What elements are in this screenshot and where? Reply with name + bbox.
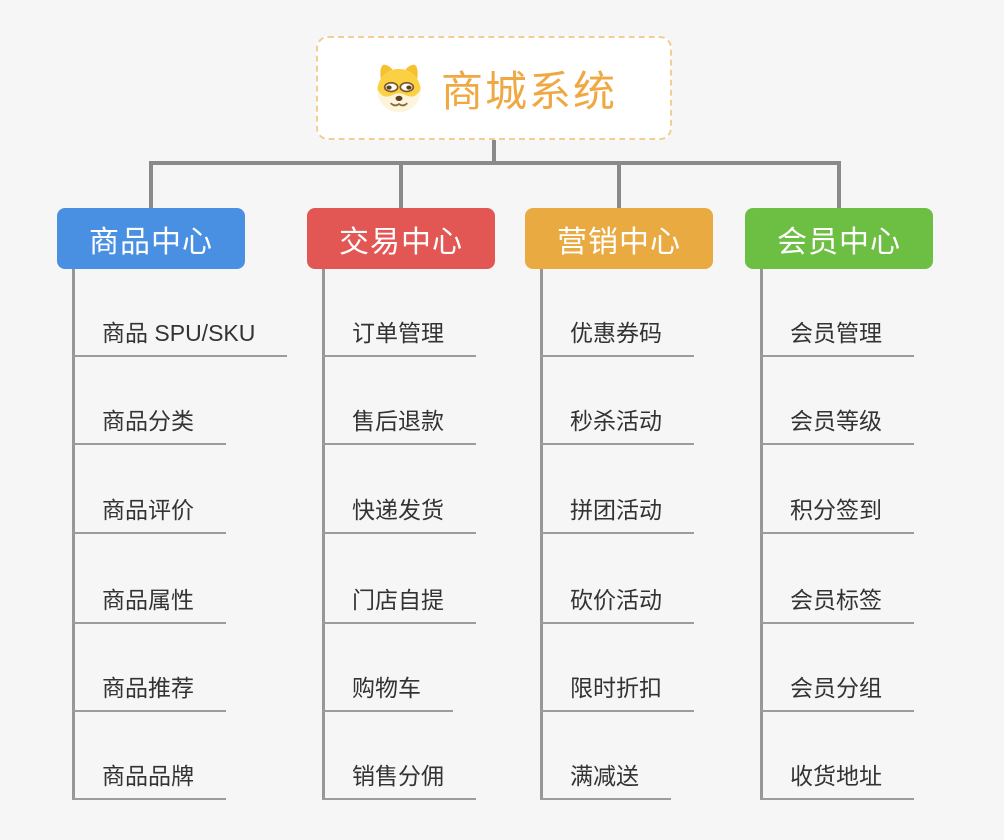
root-node[interactable]: 商城系统: [316, 36, 672, 140]
dog-face-icon: [377, 64, 421, 113]
branch-trade-center: 交易中心 订单管理 售后退款 快递发货 门店自提 购物车 销售分佣: [307, 208, 559, 818]
tree-item-product-brand[interactable]: 商品品牌: [72, 762, 226, 800]
tree-item-member-groups[interactable]: 会员分组: [760, 674, 914, 712]
tree-item-shipping-address[interactable]: 收货地址: [760, 762, 914, 800]
tree-item-product-attribute[interactable]: 商品属性: [72, 586, 226, 624]
tree-item-order-management[interactable]: 订单管理: [322, 319, 476, 357]
tree-item-flash-sale[interactable]: 秒杀活动: [540, 407, 694, 445]
tree-item-sales-commission[interactable]: 销售分佣: [322, 762, 476, 800]
connector-trunk: [322, 269, 325, 800]
tree-item-product-recommend[interactable]: 商品推荐: [72, 674, 226, 712]
connector-drop-1: [149, 161, 153, 208]
connector-rail: [149, 161, 841, 165]
branch-header-label: 会员中心: [777, 225, 901, 259]
tree-item-bargain-activity[interactable]: 砍价活动: [540, 586, 694, 624]
tree-item-aftersale-refund[interactable]: 售后退款: [322, 407, 476, 445]
tree-item-points-checkin[interactable]: 积分签到: [760, 496, 914, 534]
connector-trunk: [760, 269, 763, 800]
branch-header-marketing-center[interactable]: 营销中心: [525, 208, 713, 269]
branch-header-trade-center[interactable]: 交易中心: [307, 208, 495, 269]
branch-header-label: 交易中心: [339, 225, 463, 259]
branch-header-label: 商品中心: [89, 225, 213, 259]
tree-item-member-management[interactable]: 会员管理: [760, 319, 914, 357]
tree-item-spend-save[interactable]: 满减送: [540, 762, 671, 800]
tree-item-member-tags[interactable]: 会员标签: [760, 586, 914, 624]
tree-item-member-level[interactable]: 会员等级: [760, 407, 914, 445]
branch-header-product-center[interactable]: 商品中心: [57, 208, 245, 269]
tree-item-product-category[interactable]: 商品分类: [72, 407, 226, 445]
branch-header-member-center[interactable]: 会员中心: [745, 208, 933, 269]
branch-member-center: 会员中心 会员管理 会员等级 积分签到 会员标签 会员分组 收货地址: [745, 208, 997, 818]
tree-item-store-pickup[interactable]: 门店自提: [322, 586, 476, 624]
tree-item-group-buy[interactable]: 拼团活动: [540, 496, 694, 534]
branch-header-label: 营销中心: [557, 225, 681, 259]
tree-item-shopping-cart[interactable]: 购物车: [322, 674, 453, 712]
tree-item-product-spu-sku[interactable]: 商品 SPU/SKU: [72, 319, 288, 357]
connector-drop-2: [399, 161, 403, 208]
tree-item-product-review[interactable]: 商品评价: [72, 496, 226, 534]
connector-root-stub: [492, 140, 496, 163]
tree-item-express-shipping[interactable]: 快递发货: [322, 496, 476, 534]
tree-item-limited-time-discount[interactable]: 限时折扣: [540, 674, 694, 712]
connector-drop-3: [617, 161, 621, 208]
connector-trunk: [540, 269, 543, 800]
tree-item-coupon-code[interactable]: 优惠券码: [540, 319, 694, 357]
connector-trunk: [72, 269, 75, 800]
connector-drop-4: [837, 161, 841, 208]
branch-marketing-center: 营销中心 优惠券码 秒杀活动 拼团活动 砍价活动 限时折扣 满减送: [525, 208, 777, 818]
root-title: 商城系统: [440, 67, 617, 115]
branch-product-center: 商品中心 商品 SPU/SKU 商品分类 商品评价 商品属性 商品推荐 商品品牌: [57, 208, 309, 818]
